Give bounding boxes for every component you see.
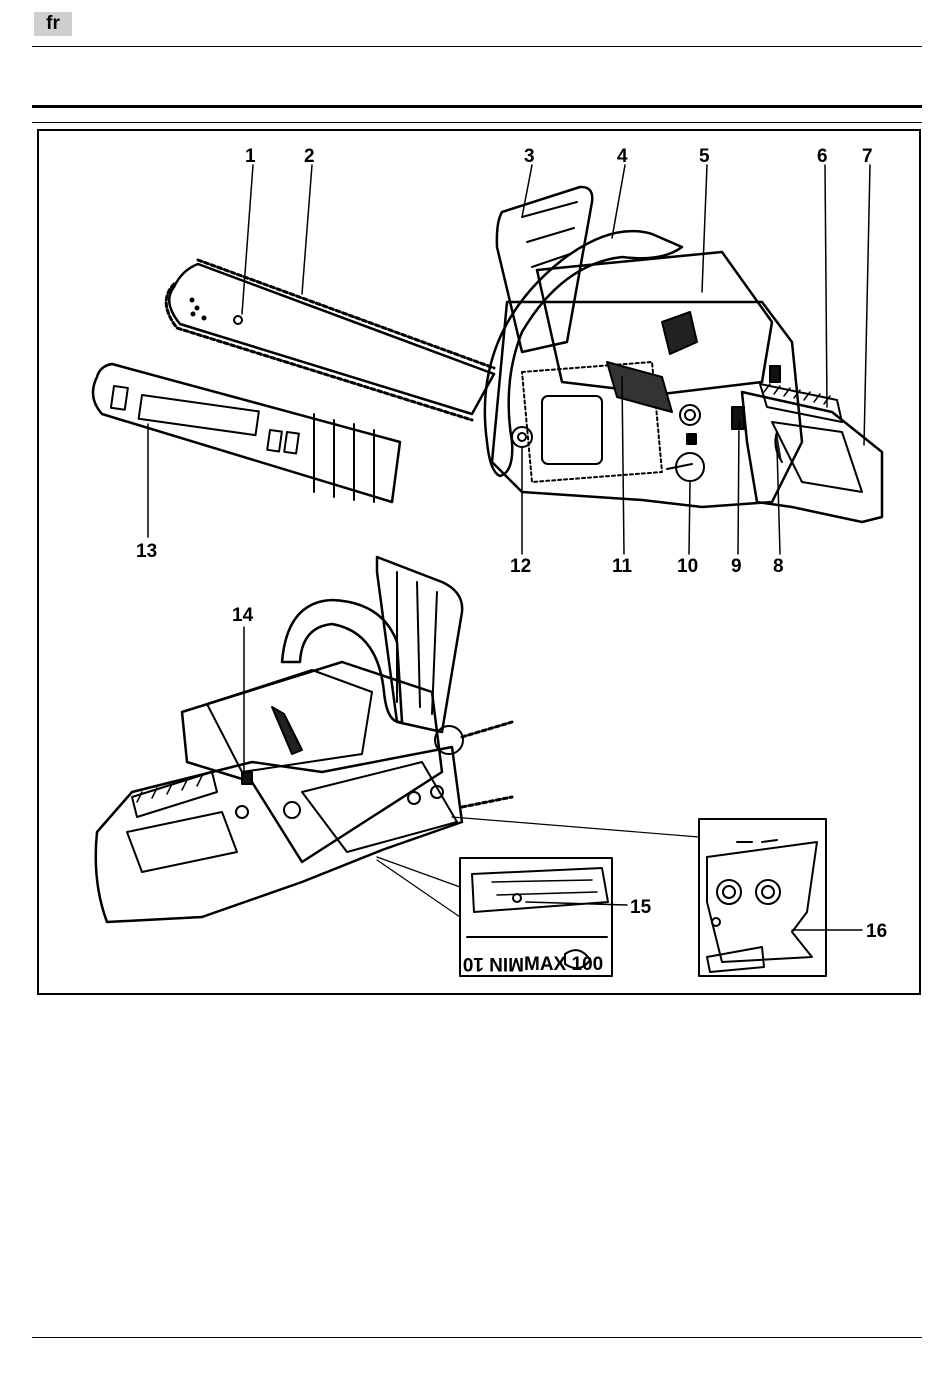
callout-4: 4 bbox=[617, 146, 628, 167]
chainsaw-illustration: MIN 10 MAX 100 1 2 3 4 5 6 7 8 9 10 11 1… bbox=[39, 131, 919, 993]
svg-text:MAX 100: MAX 100 bbox=[524, 954, 603, 975]
callout-15: 15 bbox=[630, 897, 652, 918]
callout-leaders-upper bbox=[148, 165, 870, 554]
title-rule-thin bbox=[32, 122, 922, 123]
callout-16: 16 bbox=[866, 921, 887, 942]
title-rule-thick bbox=[32, 105, 922, 108]
callout-7: 7 bbox=[862, 146, 873, 167]
inset-15: MIN 10 MAX 100 bbox=[377, 857, 627, 976]
callout-13: 13 bbox=[136, 541, 157, 562]
engine-housing bbox=[492, 252, 802, 507]
callout-labels: 1 2 3 4 5 6 7 8 9 10 11 12 13 14 15 16 bbox=[136, 146, 887, 942]
guide-bar-and-chain bbox=[166, 260, 494, 420]
callout-11: 11 bbox=[612, 556, 633, 577]
figure-frame: MIN 10 MAX 100 1 2 3 4 5 6 7 8 9 10 11 1… bbox=[37, 129, 921, 995]
callout-2: 2 bbox=[304, 146, 315, 167]
callout-3: 3 bbox=[524, 146, 535, 167]
callout-1: 1 bbox=[245, 146, 256, 167]
callout-12: 12 bbox=[510, 556, 531, 577]
callout-14: 14 bbox=[232, 605, 254, 626]
language-badge: fr bbox=[34, 12, 72, 36]
svg-text:MIN 10: MIN 10 bbox=[463, 953, 524, 974]
header-rule bbox=[32, 46, 922, 47]
footer-rule bbox=[32, 1337, 922, 1338]
callout-10: 10 bbox=[677, 556, 698, 577]
callout-8: 8 bbox=[773, 556, 784, 577]
callout-9: 9 bbox=[731, 556, 742, 577]
callout-6: 6 bbox=[817, 146, 828, 167]
rear-handle bbox=[742, 366, 882, 522]
front-handle bbox=[485, 231, 682, 476]
lower-chainsaw bbox=[96, 557, 512, 922]
callout-5: 5 bbox=[699, 146, 710, 167]
